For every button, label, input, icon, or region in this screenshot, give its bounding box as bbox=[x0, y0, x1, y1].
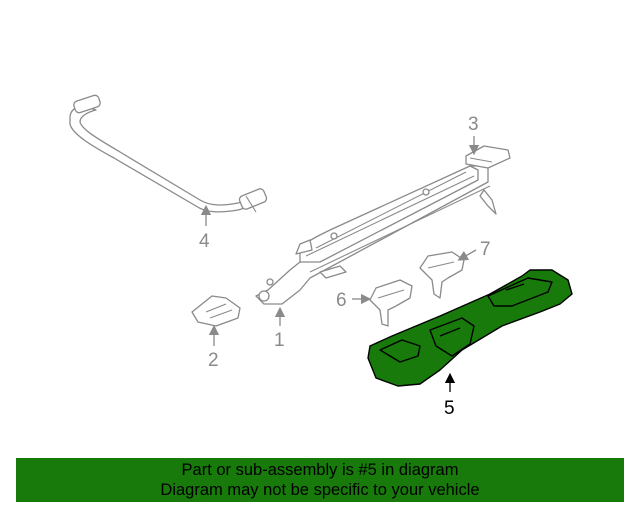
info-banner: Part or sub-assembly is #5 in diagram Di… bbox=[16, 458, 624, 502]
part-4-release-bar[interactable] bbox=[69, 94, 268, 213]
callout-1: 1 bbox=[274, 306, 286, 351]
banner-line-1: Part or sub-assembly is #5 in diagram bbox=[181, 461, 459, 479]
callout-label-5: 5 bbox=[444, 398, 455, 419]
banner-line-2: Diagram may not be specific to your vehi… bbox=[160, 481, 480, 499]
callout-label-3: 3 bbox=[468, 114, 479, 135]
callout-label-7: 7 bbox=[480, 239, 491, 260]
part-2-bracket[interactable] bbox=[191, 295, 241, 327]
callout-4: 4 bbox=[199, 204, 212, 252]
callout-5: 5 bbox=[444, 372, 456, 419]
callout-label-6: 6 bbox=[336, 290, 347, 311]
parts-diagram: 1 2 3 4 5 6 7 bbox=[69, 94, 573, 419]
callout-6: 6 bbox=[336, 290, 372, 311]
part-6-foot-cover[interactable] bbox=[369, 279, 413, 327]
part-1-seat-track[interactable] bbox=[255, 165, 497, 305]
callout-2: 2 bbox=[208, 324, 220, 371]
callout-7: 7 bbox=[457, 239, 491, 261]
part-5-track-cover[interactable] bbox=[367, 269, 573, 387]
callout-3: 3 bbox=[468, 114, 480, 156]
callout-label-4: 4 bbox=[199, 231, 210, 252]
part-7-foot-cover[interactable] bbox=[419, 251, 465, 299]
callout-label-1: 1 bbox=[274, 330, 285, 351]
callout-label-2: 2 bbox=[208, 350, 219, 371]
part-3-clip[interactable] bbox=[465, 145, 511, 169]
